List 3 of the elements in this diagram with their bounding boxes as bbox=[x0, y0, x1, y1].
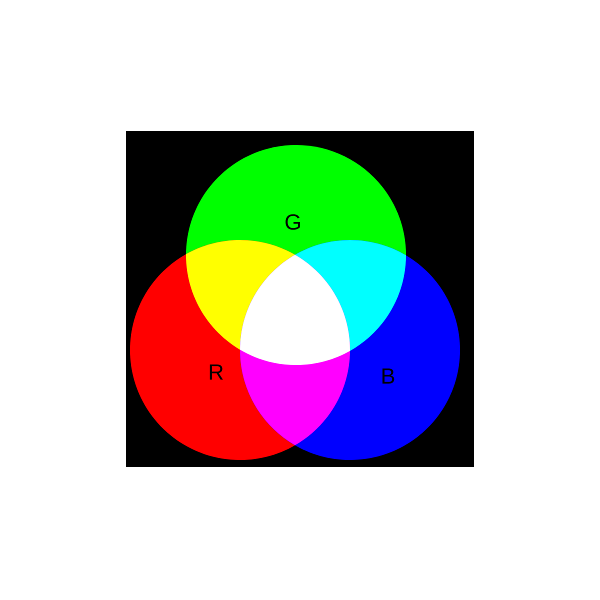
circle-label: G bbox=[286, 214, 300, 230]
circle-label: R bbox=[210, 364, 223, 380]
circle-label: B bbox=[382, 368, 394, 384]
